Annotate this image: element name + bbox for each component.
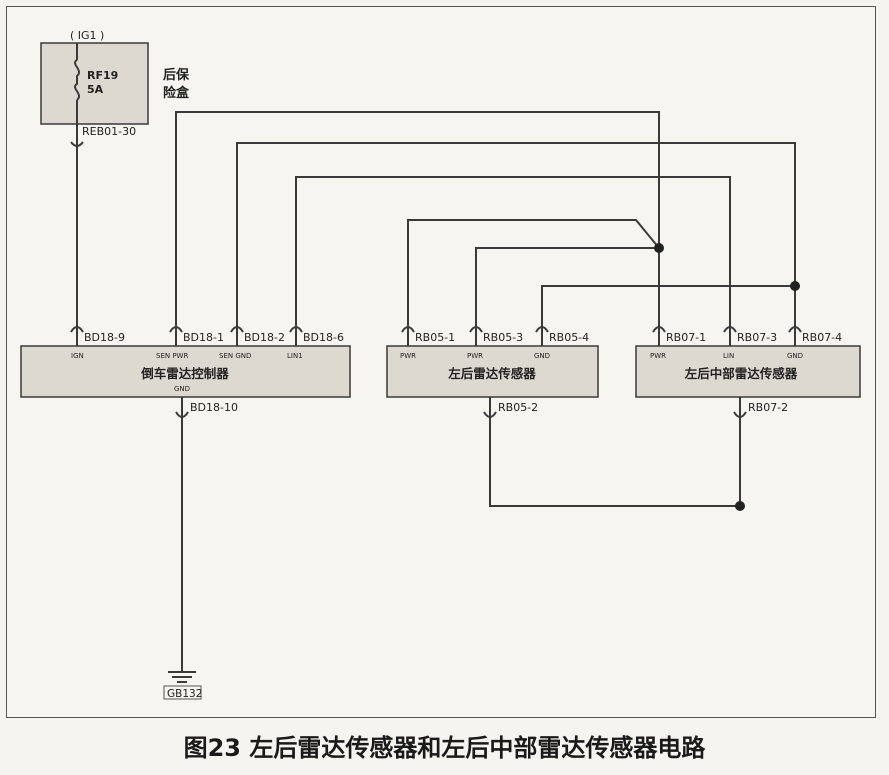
controller-title: 倒车雷达控制器 (140, 366, 229, 381)
sig-ign: IGN (71, 352, 84, 360)
pin-bd18-10: BD18-10 (190, 401, 238, 414)
sig-rb05-gnd: GND (534, 352, 550, 360)
ground-symbol (168, 671, 196, 683)
sig-rb07-gnd: GND (787, 352, 803, 360)
pin-rb05-3: RB05-3 (483, 331, 523, 344)
radar-controller-box (20, 345, 351, 398)
sig-controller-gnd: GND (174, 385, 190, 393)
left-rear-sensor-box (386, 345, 599, 398)
sig-rb07-pwr: PWR (650, 352, 666, 360)
junction-gnd (790, 281, 800, 291)
sig-rb05-pwr2: PWR (467, 352, 483, 360)
pin-rb07-1: RB07-1 (666, 331, 706, 344)
fuse-name: RF19 (87, 69, 118, 82)
pin-bd18-1: BD18-1 (183, 331, 224, 344)
sig-rb07-lin: LIN (723, 352, 734, 360)
sig-rb05-pwr1: PWR (400, 352, 416, 360)
pin-bd18-2: BD18-2 (244, 331, 285, 344)
fuse-symbol (74, 59, 80, 101)
junction-sensor-link (735, 501, 745, 511)
mid-sensor-title: 左后中部雷达传感器 (684, 366, 798, 381)
pin-rb07-3: RB07-3 (737, 331, 777, 344)
fuse-out-pin: REB01-30 (82, 125, 136, 138)
ig1-supply-label: ( IG1 ) (70, 29, 104, 42)
pin-bd18-6: BD18-6 (303, 331, 344, 344)
pin-rb05-4: RB05-4 (549, 331, 589, 344)
fuse-box-label-1: 后保 (163, 67, 190, 83)
sig-sen-gnd: SEN GND (219, 352, 251, 360)
pin-bd18-9: BD18-9 (84, 331, 125, 344)
left-sensor-title: 左后雷达传感器 (447, 366, 536, 381)
pin-rb05-2: RB05-2 (498, 401, 538, 414)
ground-label: GB132 (167, 688, 202, 700)
junction-pwr (654, 243, 664, 253)
ground-label-box (163, 685, 202, 700)
sig-lin1: LIN1 (287, 352, 303, 360)
pin-rb07-2: RB07-2 (748, 401, 788, 414)
fuse-box (40, 42, 149, 125)
pin-rb07-4: RB07-4 (802, 331, 842, 344)
fuse-rating: 5A (87, 83, 104, 96)
sig-sen-pwr: SEN PWR (156, 352, 188, 360)
pin-rb05-1: RB05-1 (415, 331, 455, 344)
left-rear-middle-sensor-box (635, 345, 861, 398)
figure-caption: 图23 左后雷达传感器和左后中部雷达传感器电路 (183, 734, 706, 762)
fuse-box-label-2: 险盒 (163, 85, 190, 101)
